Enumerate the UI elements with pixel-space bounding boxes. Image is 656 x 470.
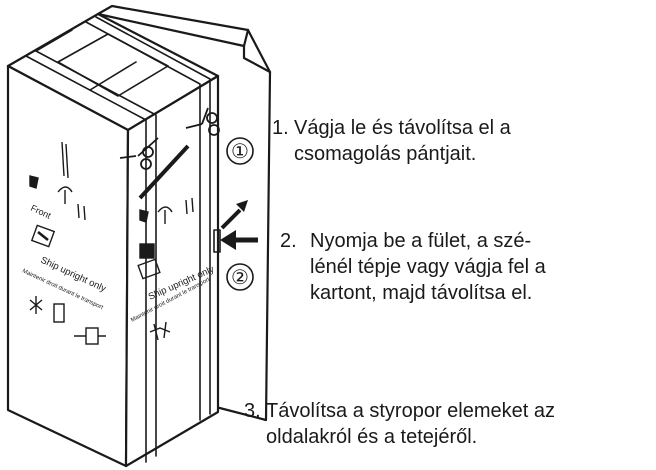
step-line: oldalakról és a tetejéről. — [266, 426, 478, 448]
arrow-icon — [220, 200, 248, 230]
step-line: kartont, majd távolítsa el. — [310, 282, 533, 304]
step-line: Távolítsa a styropor elemeket az — [266, 400, 556, 422]
callout-circle-1 — [226, 137, 254, 165]
scissors-icon — [185, 107, 220, 136]
push-arrow-icon — [220, 230, 258, 250]
packing-straps — [25, 16, 211, 463]
step-line: csomagolás pántjait. — [294, 143, 477, 165]
scissors-icon — [119, 137, 159, 170]
box-right-printing — [137, 144, 194, 341]
step-line: lénél tépje vagy vágja fel a — [310, 256, 546, 278]
step-text: Távolítsa a styropor elemeket az oldalak… — [266, 398, 555, 450]
step-text: Vágja le és távolítsa el a csomagolás pá… — [294, 115, 511, 167]
callout-circle-2 — [226, 263, 254, 291]
step-number: 1. — [272, 117, 289, 139]
box-right-face — [124, 74, 220, 468]
step-number: 3. — [244, 400, 261, 422]
callout-number-2: ② — [231, 267, 249, 289]
step-text: Nyomja be a fület, a szé- lénél tépje va… — [310, 228, 546, 306]
box-left-printing — [29, 141, 106, 345]
callout-number-1: ① — [231, 141, 249, 163]
step-number: 2. — [280, 230, 297, 252]
step-line: Nyomja be a fület, a szé- — [310, 230, 532, 252]
step-line: Vágja le és távolítsa el a — [294, 117, 511, 139]
carton-tab — [213, 229, 221, 253]
